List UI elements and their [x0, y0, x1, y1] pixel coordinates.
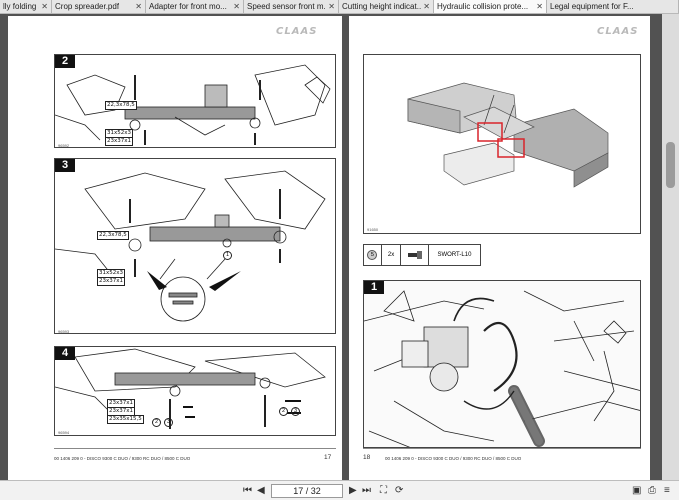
tab-speed-sensor[interactable]: Speed sensor front m...✕	[244, 0, 339, 13]
tab-label: Hydraulic collision prote...	[437, 2, 529, 11]
tab-label: Crop spreader.pdf	[55, 2, 120, 11]
tab-label: Adapter for front mo...	[149, 2, 227, 11]
callout-3: 3	[291, 407, 300, 416]
tab-legal-equipment[interactable]: Legal equipment for F...	[547, 0, 679, 13]
dimension-label: 22,3x78,5	[105, 101, 137, 110]
gear-icon: 5	[367, 250, 378, 260]
page-footer: 00 1406 209 0 - DISCO 9300 C DUO / 9300 …	[385, 456, 522, 461]
figure-4: 4 23x37x1 23x37x1 23x35x15,5 2 3 2 3 965…	[54, 346, 336, 436]
figure-2-drawing	[55, 64, 331, 145]
claas-logo: CLAAS	[597, 26, 639, 37]
pdf-page-left: CLAAS 2 22,3x78,5 31x52x3	[8, 16, 342, 480]
figure-number: 4	[55, 347, 75, 360]
figure-id: 96593	[58, 329, 70, 334]
tab-label: Speed sensor front m...	[247, 2, 327, 11]
tab-cutting-height[interactable]: Cutting height indicat...✕	[339, 0, 434, 13]
tab-bar: lly folding sa...✕ Crop spreader.pdf✕ Ad…	[0, 0, 679, 14]
footer-rule	[54, 448, 336, 449]
vertical-scrollbar[interactable]	[662, 14, 679, 480]
previous-page-icon[interactable]: ◀	[257, 485, 265, 496]
bottom-toolbar: ⏮ ◀ 17 / 32 ▶ ⏭ ⛶ ⟳ ▣ ⎙ ≡	[0, 480, 679, 500]
menu-icon[interactable]: ≡	[664, 485, 670, 496]
tool-icon-cell: 5	[364, 245, 382, 265]
figure-3-drawing	[55, 170, 326, 322]
callout-2: 2	[152, 418, 161, 427]
tab-label: Legal equipment for F...	[550, 2, 634, 11]
tab-folding[interactable]: lly folding sa...✕	[0, 0, 52, 13]
tab-crop-spreader[interactable]: Crop spreader.pdf ✕	[52, 0, 146, 13]
close-icon[interactable]: ✕	[536, 2, 543, 11]
page-number: 18	[363, 454, 371, 461]
figure-1-drawing	[364, 281, 640, 447]
dimension-label: 23x37x1	[105, 137, 134, 146]
footer-rule	[363, 448, 641, 449]
rotate-icon[interactable]: ⟳	[395, 485, 404, 496]
close-icon[interactable]: ✕	[41, 2, 48, 11]
document-viewer[interactable]: CLAAS 2 22,3x78,5 31x52x3	[0, 14, 679, 480]
scrollbar-thumb[interactable]	[666, 142, 675, 188]
pdf-page-right: CLAAS 91650 5 2x	[349, 16, 650, 480]
tab-adapter[interactable]: Adapter for front mo... ✕	[146, 0, 244, 13]
figure-id: 96594	[58, 430, 70, 435]
tool-quantity: 2x	[382, 245, 402, 265]
close-icon[interactable]: ✕	[233, 2, 240, 11]
tool-table: 5 2x SWORT-L10	[363, 244, 481, 266]
page-number: 17	[324, 454, 332, 461]
figure-overview: 91650	[363, 54, 641, 234]
fit-page-icon[interactable]: ⛶	[380, 485, 387, 496]
close-icon[interactable]: ✕	[423, 2, 430, 11]
tab-label: lly folding sa...	[3, 2, 39, 11]
figure-number: 1	[364, 281, 384, 294]
figure-number: 3	[55, 159, 75, 172]
tool-name: SWORT-L10	[437, 252, 472, 258]
figure-number: 2	[55, 55, 75, 68]
dimension-label: 23x37x1	[97, 277, 126, 286]
figure-id: 96592	[58, 143, 70, 148]
next-page-icon[interactable]: ▶	[349, 485, 357, 496]
page-number-input[interactable]: 17 / 32	[271, 484, 343, 498]
tab-label: Cutting height indicat...	[342, 2, 422, 11]
overview-drawing	[407, 82, 609, 188]
claas-logo: CLAAS	[276, 26, 318, 37]
first-page-icon[interactable]: ⏮	[243, 485, 252, 496]
figure-4-drawing	[55, 348, 326, 429]
close-icon[interactable]: ✕	[328, 2, 335, 11]
figure-id: 91650	[367, 227, 379, 232]
dimension-label: 22,3x78,5	[97, 231, 129, 240]
callout-2: 2	[279, 407, 288, 416]
dimension-label: 23x35x15,5	[107, 415, 144, 424]
figure-1: 1	[363, 280, 641, 448]
figure-3: 3 22,3x78,5 31x52x3 23x37x1 1 96593	[54, 158, 336, 334]
wrench-icon	[401, 245, 429, 265]
figure-2: 2 22,3x78,5 31x52x3 23x37x1 96592	[54, 54, 336, 148]
callout-3: 3	[164, 418, 173, 427]
last-page-icon[interactable]: ⏭	[362, 485, 371, 496]
print-icon[interactable]: ⎙	[648, 485, 656, 496]
save-icon[interactable]: ▣	[632, 485, 642, 496]
callout-1: 1	[223, 251, 232, 260]
tab-hydraulic-collision[interactable]: Hydraulic collision prote... ✕	[434, 0, 547, 13]
page-footer: 00 1406 209 0 - DISCO 9300 C DUO / 9300 …	[54, 456, 191, 461]
close-icon[interactable]: ✕	[135, 2, 142, 11]
